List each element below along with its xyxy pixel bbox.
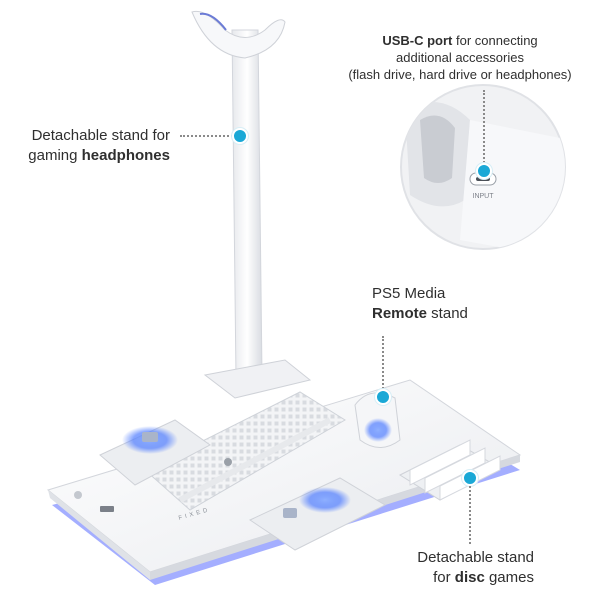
headphone-pole-foot: [203, 359, 312, 399]
callout-headphones: Detachable stand for gaming headphones: [0, 126, 170, 166]
callout-remote-line2: Remote stand: [372, 305, 468, 322]
vent-grille: [144, 391, 346, 511]
leader-line-headphones: [180, 135, 236, 137]
callout-remote-line1: PS5 Media: [372, 285, 446, 302]
marker-dot-disc: [462, 470, 478, 486]
leader-line-remote: [382, 336, 384, 392]
callout-disc-line2: for disc games: [433, 569, 534, 586]
marker-dot-headphones: [232, 128, 248, 144]
leader-line-usbc: [483, 90, 485, 166]
marker-dot-remote: [375, 389, 391, 405]
callout-usbc-line2: additional accessories: [396, 50, 524, 65]
callout-headphones-line1: Detachable stand for: [31, 127, 170, 144]
callout-disc-line1: Detachable stand: [417, 549, 534, 566]
headphone-saddle: [191, 10, 286, 59]
callout-usbc: USB-C port for connecting additional acc…: [335, 32, 585, 83]
base-side: [48, 490, 150, 580]
callout-usbc-line1: USB-C port for connecting: [382, 33, 538, 48]
remote-stand: [354, 392, 401, 448]
callout-headphones-line2: gaming headphones: [28, 147, 170, 164]
leader-line-disc: [469, 486, 471, 544]
marker-dot-usbc: [476, 163, 492, 179]
port-label: INPUT: [472, 193, 494, 200]
callout-remote: PS5 Media Remote stand: [372, 284, 522, 324]
callout-disc: Detachable stand for disc games: [360, 548, 534, 588]
callout-usbc-line3: (flash drive, hard drive or headphones): [348, 67, 572, 82]
headphone-pole: [231, 29, 263, 379]
